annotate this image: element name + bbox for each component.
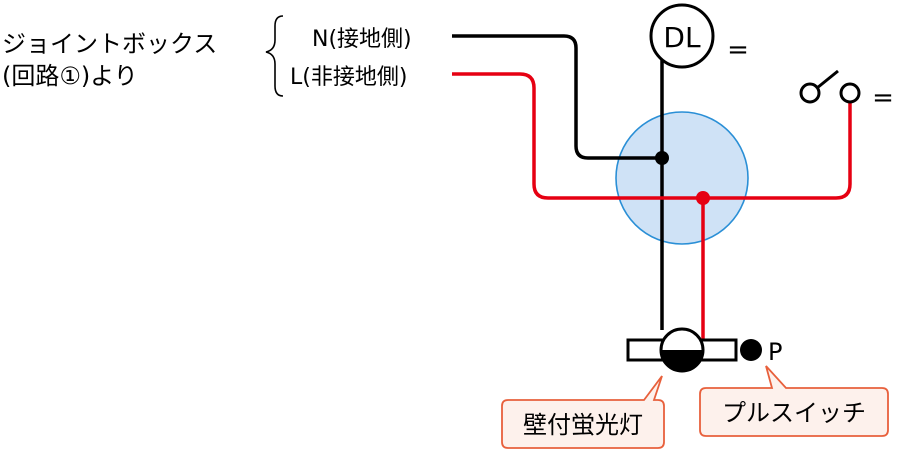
- fluorescent-callout-box: [501, 375, 665, 449]
- pull-switch-callout-box: [699, 365, 889, 437]
- switch-symbol: =: [872, 83, 894, 113]
- live-wire-label: L(非接地側): [290, 65, 407, 90]
- downlight-circle: [649, 3, 715, 69]
- pull-switch-callout-label: プルスイッチ: [722, 399, 866, 427]
- switch-lever: [816, 69, 839, 90]
- source-brace: [265, 15, 284, 97]
- source-label-line2: (回路①)より: [2, 62, 138, 90]
- downlight-symbol: =: [727, 35, 749, 65]
- pull-switch-marker: P: [768, 338, 782, 366]
- junction-box-circle: [615, 111, 749, 245]
- downlight-label: DL: [663, 21, 701, 54]
- switch-terminal-right: [839, 82, 861, 104]
- fluorescent-callout-label: 壁付蛍光灯: [523, 411, 643, 439]
- source-label-line1: ジョイントボックス: [2, 30, 217, 58]
- neutral-wire-label: N(接地側): [312, 27, 412, 52]
- pull-switch-dot: [740, 339, 762, 361]
- neutral-connection-dot: [655, 151, 669, 165]
- switch-terminal-left: [799, 82, 821, 104]
- fluorescent-lamp-lower-half: [661, 350, 703, 371]
- live-wire: [452, 72, 852, 200]
- live-connection-dot: [696, 191, 710, 205]
- neutral-wire: [452, 34, 662, 160]
